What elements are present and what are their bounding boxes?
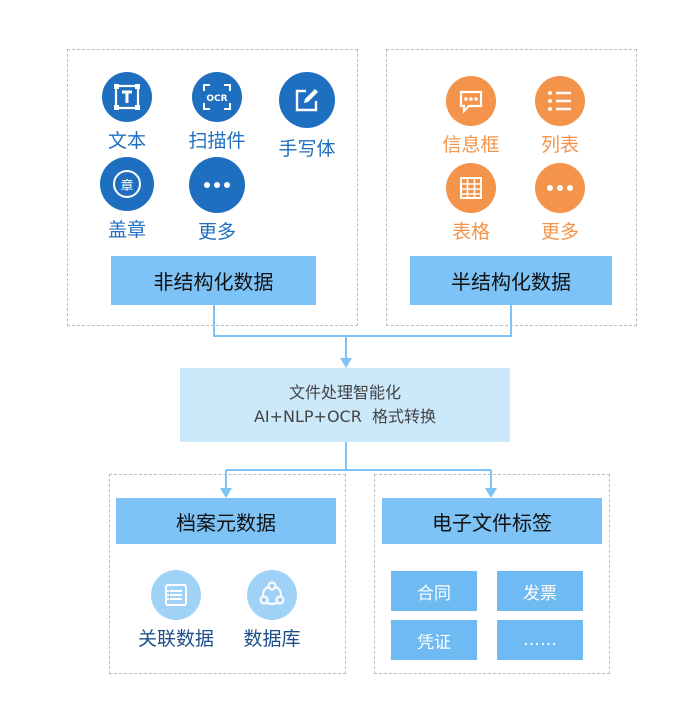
processing-box: 文件处理智能化 AI+NLP+OCR 格式转换 xyxy=(180,368,510,442)
item-handwriting: 手写体 xyxy=(262,72,352,161)
item-related-data: 关联数据 xyxy=(131,570,221,651)
item-label: 更多 xyxy=(540,221,579,243)
item-label: 扫描件 xyxy=(188,130,246,152)
ocr-icon: OCR xyxy=(192,72,242,122)
item-list: 列表 xyxy=(515,76,605,157)
item-label: 信息框 xyxy=(442,134,500,156)
tag-contract: 合同 xyxy=(391,571,477,611)
tag-invoice: 发票 xyxy=(497,571,583,611)
more-icon xyxy=(189,157,245,213)
archive-panel xyxy=(109,474,346,674)
seal-glyph: 章 xyxy=(113,170,141,198)
item-database: 数据库 xyxy=(227,570,317,651)
tags-title: 电子文件标签 xyxy=(382,498,602,544)
table-icon xyxy=(446,163,496,213)
more-icon xyxy=(535,163,585,213)
item-label: 更多 xyxy=(197,221,236,243)
archive-title: 档案元数据 xyxy=(116,498,336,544)
item-label: 盖章 xyxy=(107,219,146,241)
item-label: 手写体 xyxy=(278,138,336,160)
top-merge-line xyxy=(213,305,512,337)
svg-text:OCR: OCR xyxy=(206,94,227,104)
item-label: 文本 xyxy=(107,130,146,152)
processing-line-1: 文件处理智能化 xyxy=(288,383,401,402)
list-icon xyxy=(535,76,585,126)
item-text: 文本 xyxy=(82,72,172,153)
unstructured-title: 非结构化数据 xyxy=(111,256,316,305)
arrow-to-center xyxy=(340,358,352,368)
seal-icon: 章 xyxy=(100,157,154,211)
unstructured-panel xyxy=(67,49,358,326)
tag-more: …… xyxy=(497,620,583,660)
arrow-to-tags xyxy=(485,488,497,498)
item-table: 表格 xyxy=(426,163,516,244)
item-scan: OCR 扫描件 xyxy=(172,72,262,153)
item-label: 列表 xyxy=(540,134,579,156)
arrow-to-archive xyxy=(220,488,232,498)
tags-panel xyxy=(374,474,610,674)
semistructured-panel xyxy=(386,49,637,326)
pen-icon xyxy=(279,72,335,128)
chat-box-icon xyxy=(446,76,496,126)
bottom-split-line xyxy=(226,442,491,471)
item-label: 关联数据 xyxy=(137,628,214,650)
item-more: 更多 xyxy=(172,157,262,244)
item-label: 表格 xyxy=(451,221,490,243)
semistructured-title: 半结构化数据 xyxy=(410,256,612,305)
share-nodes-icon xyxy=(247,570,297,620)
tag-voucher: 凭证 xyxy=(391,620,477,660)
document-list-icon xyxy=(151,570,201,620)
item-seal: 章 盖章 xyxy=(82,157,172,242)
item-label: 数据库 xyxy=(243,628,301,650)
processing-line-2: AI+NLP+OCR 格式转换 xyxy=(253,407,437,426)
item-info-box: 信息框 xyxy=(426,76,516,157)
text-icon xyxy=(102,72,152,122)
item-more-semi: 更多 xyxy=(515,163,605,244)
